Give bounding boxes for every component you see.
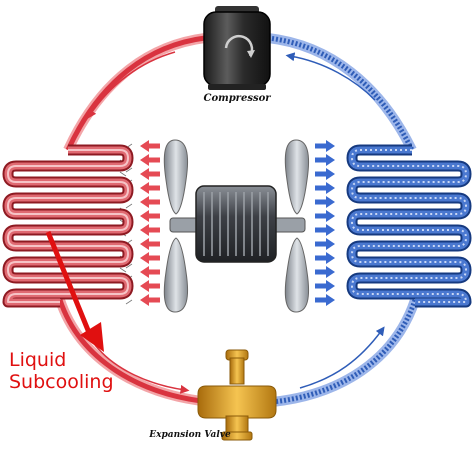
airflow-arrow-icon	[315, 224, 335, 236]
fan-blade-icon	[284, 139, 310, 313]
flow-arrow-icon	[87, 51, 176, 119]
airflow-arrow-icon	[315, 252, 335, 264]
airflow-arrow-icon	[140, 280, 160, 292]
airflow-arrow-icon	[140, 252, 160, 264]
expansion-valve-label: Expansion Valve	[148, 430, 231, 440]
flow-arrow-icon	[285, 52, 376, 101]
liquid-subcooling-label-line2: Subcooling	[9, 371, 114, 393]
liquid-subcooling-label-line1: Liquid	[9, 349, 66, 371]
airflow-arrow-icon	[315, 140, 335, 152]
airflow-arrow-icon	[140, 196, 160, 208]
airflow-arrows-right	[315, 140, 335, 306]
expansion-valve-icon	[197, 349, 277, 441]
airflow-arrows-left	[140, 140, 160, 306]
airflow-arrow-icon	[315, 238, 335, 250]
compressor-icon	[203, 6, 271, 90]
airflow-arrow-icon	[315, 168, 335, 180]
airflow-arrow-icon	[315, 182, 335, 194]
hot-line-bottom-left	[55, 298, 211, 407]
fan-motor-icon	[195, 185, 277, 263]
evaporator-coil	[346, 144, 472, 308]
compressor-label: Compressor	[203, 93, 271, 104]
cold-line-bottom-right	[271, 298, 420, 407]
hot-line-top-left	[63, 33, 206, 153]
airflow-arrow-icon	[315, 266, 335, 278]
flow-arrow-icon	[299, 326, 385, 389]
airflow-arrow-icon	[140, 182, 160, 194]
cold-line-top-right	[267, 33, 417, 153]
airflow-arrow-icon	[140, 210, 160, 222]
airflow-arrow-icon	[315, 210, 335, 222]
airflow-arrow-icon	[315, 294, 335, 306]
airflow-arrow-icon	[315, 154, 335, 166]
airflow-arrow-icon	[140, 266, 160, 278]
airflow-arrow-icon	[140, 140, 160, 152]
fan-blade-icon	[163, 139, 189, 313]
airflow-arrow-icon	[315, 280, 335, 292]
condenser-coil	[2, 143, 134, 308]
airflow-arrow-icon	[140, 154, 160, 166]
flow-arrow-icon	[94, 344, 190, 394]
airflow-arrow-icon	[140, 238, 160, 250]
airflow-arrow-icon	[140, 294, 160, 306]
subcooling-arrow-icon	[45, 231, 95, 341]
subcooling-arrowhead	[80, 322, 104, 352]
airflow-arrow-icon	[315, 196, 335, 208]
airflow-arrow-icon	[140, 168, 160, 180]
airflow-arrow-icon	[140, 224, 160, 236]
